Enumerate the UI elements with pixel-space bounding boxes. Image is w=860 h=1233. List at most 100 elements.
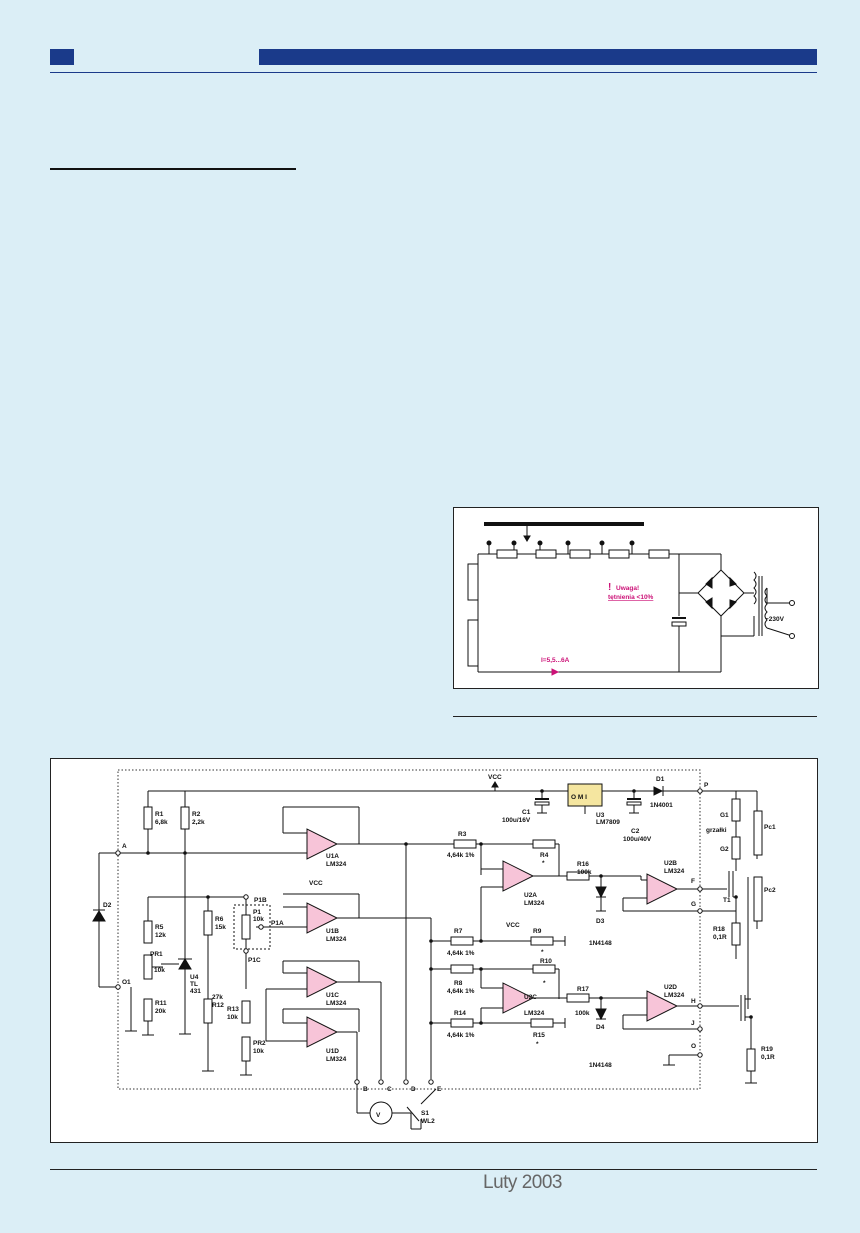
r6-value: 15k	[215, 924, 226, 931]
u2b-label: U2B	[664, 860, 677, 867]
pc1-label: Pc1	[764, 824, 776, 831]
u2c-label: U2C	[524, 994, 537, 1001]
node-h: H	[691, 998, 696, 1005]
r10-value: *	[543, 980, 546, 987]
s1-type: WL2	[421, 1118, 435, 1125]
r5-value: 12k	[155, 932, 166, 939]
u1d-type: LM324	[326, 1056, 347, 1063]
r11-label: R11	[155, 1000, 167, 1007]
pc2-label: Pc2	[764, 887, 776, 894]
u4-label: U4	[190, 974, 199, 981]
d3-label: D3	[596, 918, 605, 925]
t1-label: T1	[723, 897, 731, 904]
s1-label: S1	[421, 1110, 429, 1117]
node-o: O	[691, 1043, 696, 1050]
g1-label: G1	[720, 812, 729, 819]
u1b-type: LM324	[326, 936, 347, 943]
u3-label: U3	[596, 812, 605, 819]
r4-value: *	[542, 860, 545, 867]
u4-line2: 431	[190, 988, 201, 995]
r18-value: 0,1R	[713, 934, 727, 941]
p1b-label: P1B	[254, 897, 267, 904]
r7-value: 4,64k 1%	[447, 950, 475, 957]
header-bar	[259, 49, 817, 65]
r12-value: 27k	[212, 994, 223, 1001]
r15-value: *	[536, 1041, 539, 1048]
r1-value: 6,8k	[155, 819, 168, 826]
r18-label: R18	[713, 926, 725, 933]
d1-label: D1	[656, 776, 665, 783]
voltmeter: V	[376, 1112, 381, 1119]
r3-label: R3	[458, 831, 467, 838]
pr1-label: PR1	[150, 951, 163, 958]
r9-label: R9	[533, 928, 542, 935]
u1a-type: LM324	[326, 861, 347, 868]
current-label: I=5,5...6A	[541, 657, 570, 664]
r6-label: R6	[215, 916, 224, 923]
u1d-label: U1D	[326, 1048, 339, 1055]
c2-value: 100u/40V	[623, 836, 652, 843]
r9-value: *	[541, 949, 544, 956]
r19-value: 0,1R	[761, 1054, 775, 1061]
g2-label: G2	[720, 846, 729, 853]
r14-label: R14	[454, 1010, 466, 1017]
vcc-rail-label: VCC	[488, 774, 502, 781]
u2a-label: U2A	[524, 892, 537, 899]
r13-value: 10k	[227, 1014, 238, 1021]
node-f: F	[691, 878, 695, 885]
r2-label: R2	[192, 811, 201, 818]
u2b-type: LM324	[664, 868, 685, 875]
u3-type: LM7809	[596, 819, 620, 826]
r11-value: 20k	[155, 1008, 166, 1015]
heaters-label: grzałki	[706, 827, 727, 834]
node-g: G	[691, 901, 696, 908]
header-rule	[50, 72, 817, 73]
footer-date: Luty 2003	[483, 1172, 562, 1193]
r15-label: R15	[533, 1032, 545, 1039]
u1a-label: U1A	[326, 853, 339, 860]
c2-label: C2	[631, 828, 640, 835]
regulator-pins: O M I	[571, 794, 587, 801]
r16-value: 100k	[577, 869, 592, 876]
pr2-label: PR2	[253, 1040, 266, 1047]
u1c-label: U1C	[326, 992, 339, 999]
node-a: A	[122, 843, 127, 850]
d2-label: D2	[103, 902, 112, 909]
u1b-label: U1B	[326, 928, 339, 935]
u2a-type: LM324	[524, 900, 545, 907]
u1-vcc-label: VCC	[309, 880, 323, 887]
node-o1: O1	[122, 979, 131, 986]
p1a-label: P1A	[271, 920, 284, 927]
r4-label: R4	[540, 852, 549, 859]
d4-label: D4	[596, 1024, 605, 1031]
node-d: D	[411, 1086, 416, 1093]
pr1-value: 10k	[154, 967, 165, 974]
r19-label: R19	[761, 1046, 773, 1053]
footer-rule	[50, 1169, 817, 1170]
u2-vcc-label: VCC	[506, 922, 520, 929]
p1c-label: P1C	[248, 957, 261, 964]
r8-label: R8	[454, 980, 463, 987]
u2d-type: LM324	[664, 992, 685, 999]
r13-label: R13	[227, 1006, 239, 1013]
node-c: C	[387, 1086, 392, 1093]
node-e: E	[437, 1086, 442, 1093]
u2c-type: LM324	[524, 1010, 545, 1017]
section-underline	[50, 168, 296, 170]
warning-mark: !	[608, 582, 611, 593]
r14-value: 4,64k 1%	[447, 1032, 475, 1039]
warning-text-2: tętnienia <10%	[608, 594, 654, 601]
node-b: B	[363, 1086, 368, 1093]
r12-label: R12	[212, 1002, 224, 1009]
u2d-label: U2D	[664, 984, 677, 991]
warning-text-1: Uwaga!	[616, 585, 639, 592]
r7-label: R7	[454, 928, 463, 935]
pr2-value: 10k	[253, 1048, 264, 1055]
u4-line1: TL	[190, 981, 198, 988]
r16-label: R16	[577, 861, 589, 868]
node-j: J	[691, 1020, 695, 1027]
r17-label: R17	[577, 986, 589, 993]
p1-value: 10k	[253, 916, 264, 923]
mains-label: ~230V	[765, 616, 785, 623]
u1c-type: LM324	[326, 1000, 347, 1007]
